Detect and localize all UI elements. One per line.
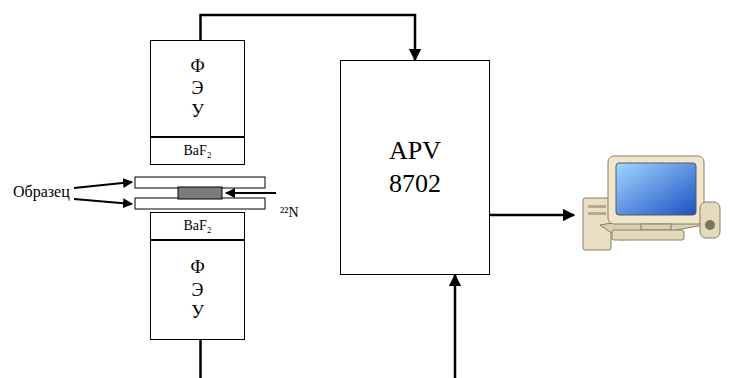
- box-text: BaF₂: [183, 143, 211, 159]
- sample: [178, 187, 222, 199]
- computer-icon: [583, 156, 720, 250]
- leader-arrow: [74, 182, 132, 188]
- box-text: APV 8702: [375, 135, 455, 200]
- holder-plate: [135, 198, 265, 209]
- pmt-box: Ф Э У: [150, 40, 245, 137]
- box-text: Ф Э У: [189, 55, 207, 123]
- box-text: BaF₂: [183, 218, 211, 234]
- pmt-box: Ф Э У: [150, 240, 245, 340]
- holder-plate: [135, 177, 265, 188]
- box-text: Ф Э У: [189, 256, 207, 324]
- scintillator-box: BaF₂: [150, 137, 245, 165]
- leader-arrow: [74, 199, 132, 204]
- source-label: ²²N: [279, 205, 300, 221]
- leader-arrow: [226, 192, 276, 194]
- sample-label: Образец: [12, 183, 71, 201]
- analyzer-box: APV 8702: [340, 60, 490, 275]
- data-arrow: [490, 214, 574, 217]
- scintillator-box: BaF₂: [150, 212, 245, 240]
